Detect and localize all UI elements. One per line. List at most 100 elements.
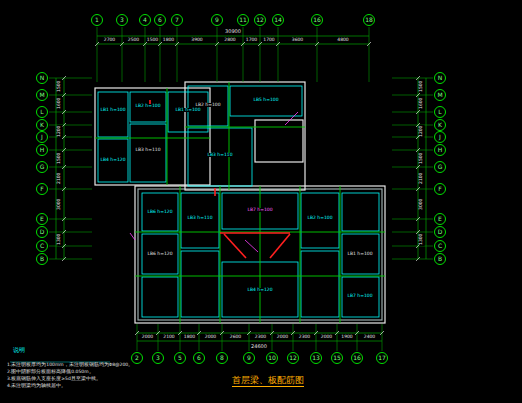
- dimension-stroke: [97, 27, 98, 82]
- dimension-stroke: [392, 219, 433, 220]
- dimension-stroke: [180, 324, 181, 351]
- dimension-stroke: [156, 331, 160, 335]
- dimension-stroke: [135, 331, 139, 335]
- axis-number: M: [39, 92, 44, 98]
- dimension-stroke: [120, 42, 124, 46]
- dimension-stroke: [158, 42, 162, 46]
- axis-number: 10: [268, 355, 276, 361]
- dimension-text: 2300: [298, 335, 311, 340]
- dimension-text: 2100: [420, 171, 425, 184]
- dimension-text: 2000: [320, 335, 333, 340]
- dimension-stroke: [49, 246, 92, 247]
- axis-number: H: [40, 147, 45, 153]
- axis-bubble: 6: [154, 14, 166, 26]
- dimension-text: 2100: [58, 171, 63, 184]
- axis-number: F: [438, 186, 441, 192]
- overall-dimension: 30900: [224, 29, 242, 34]
- axis-bubble: 9: [243, 352, 255, 364]
- dimension-text: 1600: [58, 97, 63, 110]
- dimension-stroke: [177, 27, 178, 82]
- dimension-stroke: [367, 42, 371, 46]
- dimension-text: 1800: [183, 335, 196, 340]
- dimension-stroke: [392, 150, 433, 151]
- axis-bubble: 15: [331, 352, 343, 364]
- axis-bubble: 6: [193, 352, 205, 364]
- dimension-text: 3000: [420, 197, 425, 210]
- overall-dimension: 24600: [250, 344, 268, 349]
- dimension-stroke: [137, 341, 382, 342]
- dimension-stroke: [62, 110, 66, 114]
- dimension-stroke: [392, 232, 433, 233]
- axis-number: 12: [289, 355, 297, 361]
- dimension-stroke: [160, 27, 161, 82]
- note-text: 4.未注明梁均为轴线居中。: [6, 384, 67, 389]
- axis-bubble: E: [36, 213, 48, 225]
- axis-number: K: [438, 122, 442, 128]
- dimension-stroke: [392, 189, 433, 190]
- dimension-stroke: [392, 78, 433, 79]
- slab-label: LB1 h=100: [174, 108, 201, 113]
- dimension-text: 1200: [58, 124, 63, 137]
- dimension-text: 1500: [420, 80, 425, 93]
- axis-number: 14: [274, 17, 282, 23]
- dimension-text: 1200: [420, 124, 425, 137]
- axis-number: D: [40, 229, 45, 235]
- axis-bubble: H: [434, 144, 446, 156]
- dimension-stroke: [241, 42, 245, 46]
- axis-number: 3: [120, 17, 124, 23]
- dimension-text: 4800: [336, 38, 349, 43]
- dimension-stroke: [62, 187, 66, 191]
- dimension-stroke: [335, 331, 339, 335]
- axis-bubble: B: [434, 253, 446, 265]
- axis-bubble: M: [36, 89, 48, 101]
- dimension-stroke: [247, 331, 251, 335]
- dimension-stroke: [243, 27, 244, 82]
- dimension-stroke: [49, 219, 92, 220]
- dimension-stroke: [278, 27, 279, 82]
- axis-bubble: 12: [254, 14, 266, 26]
- axis-bubble: E: [434, 213, 446, 225]
- axis-bubble: 1: [91, 14, 103, 26]
- axis-bubble: C: [36, 240, 48, 252]
- dimension-stroke: [62, 93, 66, 97]
- dimension-stroke: [392, 95, 433, 96]
- axis-number: N: [438, 75, 443, 81]
- dimension-stroke: [49, 259, 92, 260]
- dimension-stroke: [62, 165, 66, 169]
- dimension-text: 2700: [103, 38, 116, 43]
- dimension-stroke: [392, 125, 433, 126]
- dimension-stroke: [220, 331, 224, 335]
- dimension-text: 1500: [58, 152, 63, 165]
- slab-label: LB1 h=100: [346, 252, 373, 257]
- dimension-stroke: [49, 167, 92, 168]
- dimension-text: 2300: [254, 335, 267, 340]
- slab-label: LB2 h=100: [194, 103, 221, 108]
- note-text: 1.未注明板厚均为100mm，未注明板钢筋均为Φ8@200。: [6, 363, 134, 368]
- dimension-stroke: [392, 259, 433, 260]
- dimension-stroke: [49, 189, 92, 190]
- axis-number: 8: [220, 355, 224, 361]
- axis-bubble: J: [36, 131, 48, 143]
- dimension-stroke: [62, 76, 66, 80]
- axis-number: N: [40, 75, 45, 81]
- dimension-stroke: [62, 217, 66, 221]
- axis-bubble: 3: [152, 352, 164, 364]
- dimension-stroke: [392, 167, 433, 168]
- note-text: 2.图中阴影部分板面标高降低0.050m。: [6, 370, 95, 375]
- dimension-stroke: [260, 27, 261, 82]
- axis-number: L: [40, 109, 43, 115]
- axis-number: G: [438, 164, 443, 170]
- dimension-stroke: [178, 331, 182, 335]
- dimension-stroke: [95, 42, 99, 46]
- dimension-text: 1300: [58, 232, 63, 245]
- slab-label: LB2 h=100: [134, 104, 161, 109]
- axis-number: 6: [158, 17, 162, 23]
- axis-bubble: F: [434, 183, 446, 195]
- axis-number: D: [438, 229, 443, 235]
- axis-bubble: N: [434, 72, 446, 84]
- axis-bubble: 9: [211, 14, 223, 26]
- axis-bubble: 11: [237, 14, 249, 26]
- dimension-stroke: [62, 257, 66, 261]
- dimension-stroke: [416, 165, 420, 169]
